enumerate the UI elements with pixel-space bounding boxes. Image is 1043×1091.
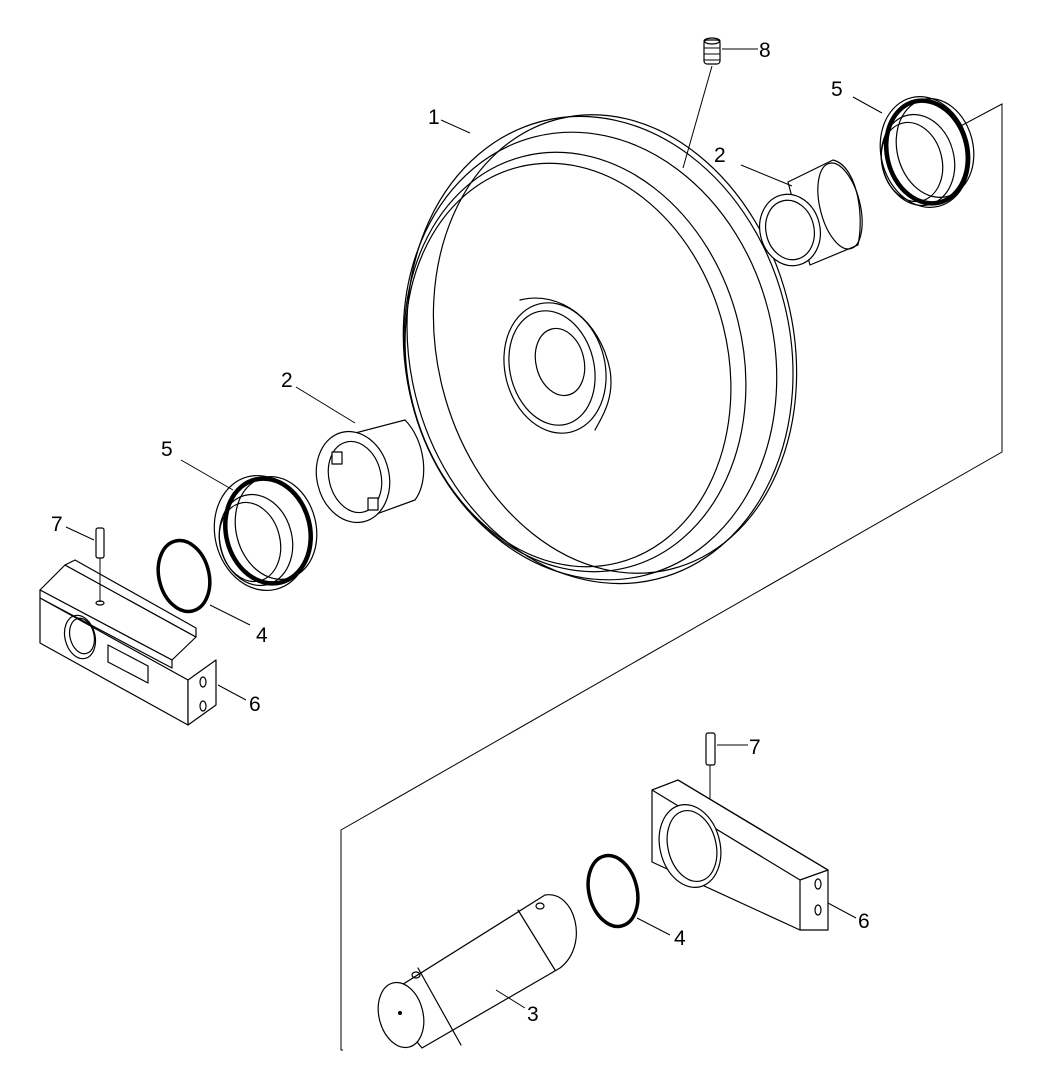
part-3-shaft	[377, 894, 577, 1049]
part-6-bracket-left	[39, 559, 247, 726]
callout-6-left: 6	[249, 693, 261, 716]
part-8-plug	[682, 37, 758, 169]
callout-5-lower: 5	[161, 438, 173, 461]
callout-7-left: 7	[51, 513, 63, 536]
callout-4-right: 4	[674, 927, 686, 950]
callout-3: 3	[527, 1003, 539, 1026]
callout-4-left: 4	[256, 624, 268, 647]
part-2-bushing-upper	[740, 159, 863, 267]
callout-5-upper: 5	[831, 78, 843, 101]
part-6-bracket-right	[651, 779, 857, 931]
part-5-seal-upper	[852, 96, 975, 208]
part-2-bushing-lower	[295, 386, 425, 524]
part-4-o-ring-right	[586, 853, 671, 936]
part-4-o-ring-left	[156, 538, 251, 626]
callout-2-lower: 2	[281, 369, 293, 392]
callout-7-right: 7	[749, 736, 761, 759]
assembly-frame	[340, 103, 1003, 1051]
callout-1: 1	[428, 106, 440, 129]
callout-2-upper: 2	[714, 144, 726, 167]
callout-labels: 1 2 2 3 4 4 5 5 6 6 7 7 8	[51, 39, 870, 1026]
part-5-seal-lower	[180, 459, 318, 592]
part-7-pin-left	[65, 526, 105, 606]
part-7-pin-right	[705, 732, 748, 810]
part-1-idler-wheel	[402, 114, 798, 585]
callout-8: 8	[759, 39, 771, 62]
callout-6-right: 6	[858, 910, 870, 933]
